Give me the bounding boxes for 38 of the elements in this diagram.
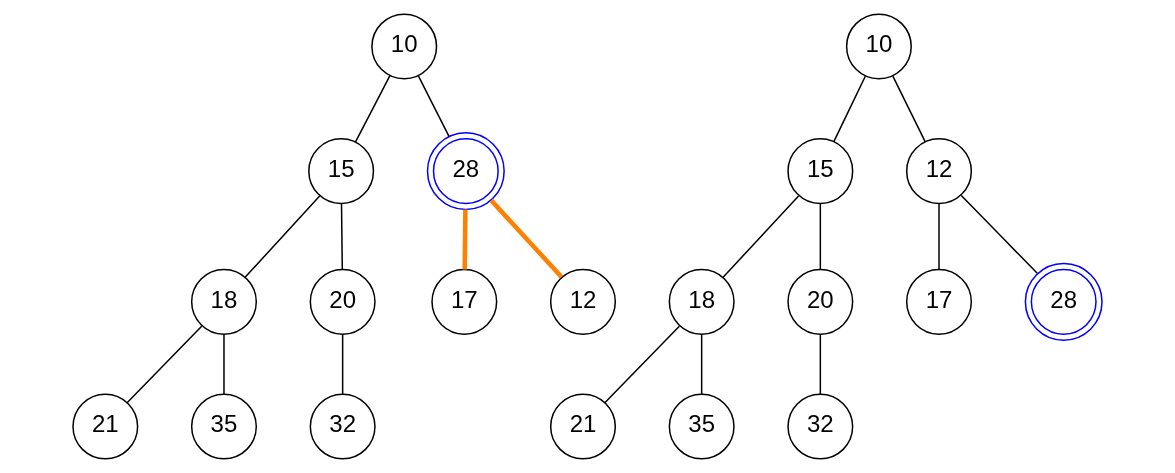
node-circle: 12 [905,138,973,205]
connector [340,202,344,271]
connector [700,333,703,395]
connector [417,75,450,138]
node-circle: 21 [549,393,617,460]
node-circle: 10 [845,13,912,80]
connector [604,325,681,404]
connector [126,325,203,404]
connector [819,202,822,271]
node-circle: 18 [190,268,257,335]
node-circle: 18 [668,268,735,335]
connector [833,75,867,143]
connector [354,74,391,143]
connector [938,202,940,271]
connector [489,198,564,279]
connector [223,333,225,395]
node-circle: 28 [1024,262,1103,341]
node-circle: 28 [426,132,505,211]
node-circle: 21 [72,393,139,460]
node-circle: 20 [309,268,376,335]
node-circle: 20 [787,268,854,335]
node-circle: 32 [787,393,854,460]
node-circle: 35 [190,393,257,460]
node-circle: 32 [309,393,376,460]
connector [244,195,321,278]
connector [819,333,822,395]
node-circle: 10 [371,13,438,80]
connector [722,195,800,279]
node-circle: 15 [787,138,854,205]
node-circle: 17 [431,268,498,335]
connector [892,75,926,143]
connector [462,209,468,270]
node-circle: 35 [668,393,735,460]
node-circle: 15 [308,138,375,205]
node-circle: 12 [549,268,617,335]
node-circle: 17 [905,268,973,335]
connector [960,194,1038,275]
connector [341,333,344,395]
